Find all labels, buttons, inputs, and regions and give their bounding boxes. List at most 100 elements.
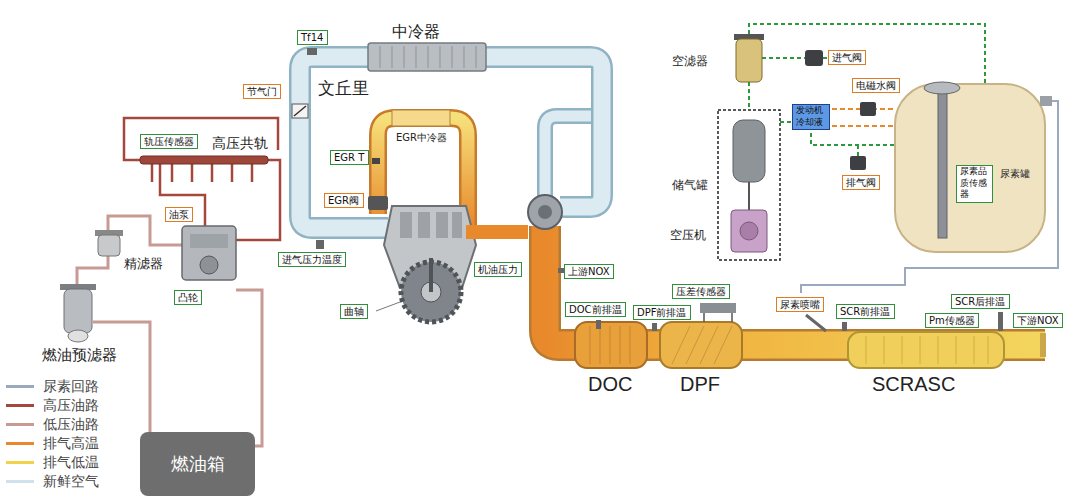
node-text: 上游NOX	[565, 265, 613, 278]
exhaust-sensors-part	[998, 312, 1003, 331]
intake-sensor-part	[316, 240, 324, 249]
high-pressure-fuel-line-part	[236, 160, 280, 240]
sensor-label-box: Tf14	[297, 30, 328, 45]
sensor-label-box: Pm传感器	[925, 313, 979, 328]
part-label: 储气罐	[672, 178, 708, 192]
air-compressor-part	[740, 222, 758, 240]
scr-asc-canister	[848, 332, 1004, 368]
tf14-sensor	[307, 48, 317, 55]
air-line-part	[811, 133, 895, 145]
legend-text: 新鲜空气	[43, 473, 99, 491]
node-text: 发动机冷却液	[793, 105, 829, 128]
node-text: Tf14	[298, 31, 327, 44]
valve-devices-part	[860, 102, 876, 116]
node-text: SCR前排温	[837, 305, 894, 318]
sensor-label-box: 下游NOX	[1013, 313, 1063, 328]
legend-text: 低压油路	[43, 416, 99, 434]
part-label: 空滤器	[672, 54, 708, 68]
node-text: 进气压力温度	[279, 253, 345, 266]
fuel-tank: 燃油箱	[140, 432, 255, 496]
node-text: 机油压力	[475, 263, 521, 276]
engine-block-part	[429, 258, 433, 292]
air-reservoir	[733, 120, 765, 210]
legend-swatch	[6, 480, 34, 483]
part-label: 尿素罐	[1000, 168, 1030, 180]
sensor-label-box: 尿素品质传感器	[956, 165, 993, 203]
air-line-part	[762, 57, 805, 59]
valve-devices-part	[805, 50, 823, 66]
node-text: 尿素品质传感器	[957, 166, 992, 201]
low-pressure-fuel-line	[77, 216, 262, 446]
node-text: 电磁水阀	[853, 79, 899, 92]
high-pressure-fuel-line-part	[152, 164, 252, 182]
sensor-label-box: 凸轮	[174, 290, 202, 305]
urea-tank-part	[924, 82, 960, 94]
engine-block-part	[452, 212, 462, 238]
pre-filter	[60, 284, 96, 342]
air-compressor-part	[731, 210, 767, 252]
high-pressure-fuel-line-part	[124, 118, 278, 160]
engine-block-part	[400, 212, 412, 238]
node-text: 节气门	[244, 85, 280, 98]
common-rail-part	[140, 156, 268, 164]
actuator-label-box: 节气门	[243, 84, 281, 99]
legend-swatch	[6, 461, 34, 464]
sensor-label-box: 曲轴	[340, 304, 368, 319]
exhaust-sensors-part	[842, 322, 847, 331]
air-supply-frame-part	[718, 110, 780, 260]
turbocharger-part	[538, 205, 552, 219]
fuel-pump-part	[190, 234, 228, 248]
sensor-label-box: EGR T	[330, 150, 369, 165]
legend-row: 尿素回路	[6, 377, 99, 396]
engine-block-part	[418, 212, 430, 238]
actuator-label-box: 排气阀	[842, 175, 880, 190]
part-label: 空压机	[670, 228, 706, 242]
component-name: DOC	[588, 372, 632, 396]
node-text: 下游NOX	[1014, 314, 1062, 327]
air-line-part	[857, 145, 859, 156]
urea-tank-part	[1040, 96, 1052, 106]
air-reservoir-part	[733, 120, 765, 182]
sensor-label-box: 压差传感器	[672, 284, 730, 299]
doc-canister-part	[590, 326, 630, 364]
engine-block-part	[436, 212, 448, 238]
exhaust-sensors-part	[700, 303, 736, 313]
throttle	[292, 104, 308, 118]
node-text: SCR后排温	[952, 295, 1009, 308]
fresh-air-pipe-part	[545, 116, 591, 198]
engine-block	[376, 206, 476, 322]
node-text: DOC前排温	[566, 303, 625, 316]
legend-text: 高压油路	[43, 397, 99, 415]
sensor-label-box: 上游NOX	[564, 264, 614, 279]
node-text: 凸轮	[175, 291, 201, 304]
exhaust-sensors-part	[596, 320, 601, 329]
pre-filter-part	[68, 330, 88, 342]
exhaust-pipe-part	[466, 225, 528, 239]
throttle-part	[292, 104, 308, 118]
high-pressure-fuel-line	[124, 118, 280, 240]
coolant-line-part	[832, 125, 895, 127]
exhaust-sensors	[558, 268, 1046, 357]
node-text: EGR阀	[325, 194, 363, 207]
node-text: 尿素喷嘴	[777, 298, 823, 311]
node-text: DPF前排温	[634, 306, 690, 319]
urea-tank-part	[938, 90, 947, 238]
legend-row: 新鲜空气	[6, 472, 99, 491]
fine-filter-part	[98, 235, 120, 256]
egr-pipe-part	[392, 110, 450, 126]
part-label: 文丘里	[318, 78, 369, 98]
node-text: 燃油箱	[168, 452, 228, 475]
air-filter	[734, 34, 764, 82]
sensor-label-box: DOC前排温	[565, 302, 626, 317]
fresh-air-pipe-part	[300, 57, 602, 228]
part-label: 中冷器	[392, 22, 440, 41]
exhaust-sensors-part	[806, 315, 826, 331]
intercooler-part	[368, 43, 486, 71]
sensor-label-box: SCR后排温	[951, 294, 1010, 309]
node-text: 油泵	[166, 208, 192, 221]
intake-sensor	[316, 240, 324, 249]
fuel-pump-part	[200, 256, 218, 274]
intercooler-part	[380, 46, 476, 68]
